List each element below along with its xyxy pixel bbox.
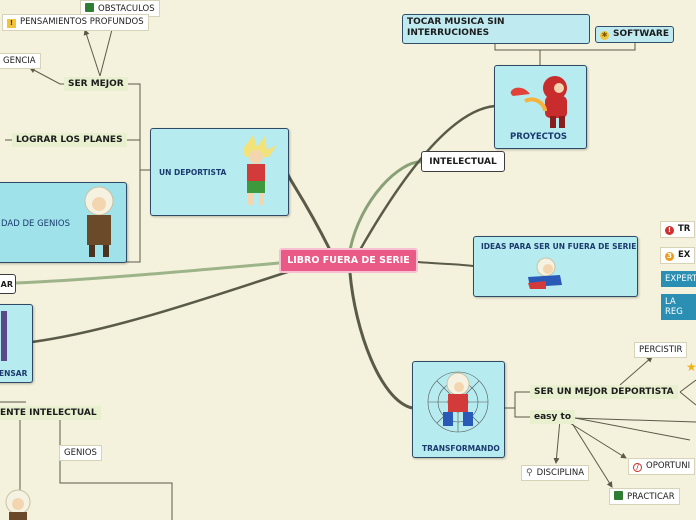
topic-easy-to[interactable]: easy to (530, 410, 576, 424)
ex-label: EX (678, 250, 691, 260)
central-topic[interactable]: LIBRO FUERA DE SERIE (279, 248, 418, 273)
topic-percistir[interactable]: PERCISTIR (634, 342, 688, 358)
figure-illustration (1, 311, 7, 361)
warning-icon: ! (7, 19, 16, 28)
pensar-label: ENSAR (0, 369, 28, 378)
topic-lograr-planes[interactable]: LOGRAR LOS PLANES (12, 133, 127, 147)
book-icon (614, 491, 623, 500)
oportuni-label: OPORTUNI (646, 461, 691, 471)
pensar-node[interactable]: ENSAR (0, 304, 33, 383)
topic-tr[interactable]: ! TR (660, 221, 696, 238)
no-entry-icon: / (633, 463, 642, 472)
genios-box-label: DAD DE GENIOS (1, 219, 70, 229)
topic-intelectual[interactable]: INTELECTUAL (421, 151, 505, 172)
exclamation-icon: ! (665, 226, 674, 235)
topic-tocar-musica[interactable]: TOCAR MUSICA SIN INTERRUCIONES (402, 14, 590, 44)
transformando-node[interactable]: TRANSFORMANDO (412, 361, 505, 458)
proyectos-node[interactable]: PROYECTOS (494, 65, 587, 149)
proyectos-label: PROYECTOS (510, 132, 568, 142)
spider-hero-illustration (427, 371, 489, 433)
magnifier-icon: ⚲ (526, 468, 533, 478)
topic-oportuni[interactable]: / OPORTUNI (628, 458, 696, 475)
fighter-illustration (243, 135, 277, 205)
einstein-small-illustration (5, 489, 31, 520)
topic-disciplina[interactable]: ⚲DISCIPLINA (521, 465, 590, 481)
transformando-label: TRANSFORMANDO (422, 444, 500, 453)
lightbulb-icon: ✱ (600, 31, 609, 40)
star-icon: ★ (686, 360, 696, 374)
topic-software[interactable]: ✱ SOFTWARE (595, 26, 674, 43)
practicar-label: PRACTICAR (627, 492, 675, 502)
pensamientos-label: PENSAMIENTOS PROFUNDOS (20, 17, 144, 27)
topic-practicar[interactable]: PRACTICAR (609, 488, 680, 505)
superhero-illustration (528, 257, 562, 289)
tr-label: TR (678, 224, 691, 234)
topic-ser-mejor-deportista[interactable]: SER UN MEJOR DEPORTISTA (530, 385, 678, 399)
obstaculos-label: OBSTACULOS (98, 4, 155, 14)
ideas-node[interactable]: IDEAS PARA SER UN FUERA DE SERIE (473, 236, 638, 297)
software-label: SOFTWARE (613, 29, 669, 39)
red-hero-illustration (510, 76, 567, 128)
topic-gencia[interactable]: GENCIA (0, 53, 41, 69)
deportista-label: UN DEPORTISTA (159, 168, 227, 177)
topic-ser-mejor[interactable]: SER MEJOR (64, 77, 128, 91)
deportista-node[interactable]: UN DEPORTISTA (150, 128, 289, 216)
genios-node[interactable]: DAD DE GENIOS (0, 182, 127, 263)
number-3-icon: 3 (665, 252, 674, 261)
topic-ar[interactable]: AR (0, 274, 16, 294)
topic-expert[interactable]: EXPERT (661, 271, 696, 287)
ideas-label: IDEAS PARA SER UN FUERA DE SERIE (481, 242, 637, 251)
topic-la-reg[interactable]: LA REG (661, 294, 696, 320)
book-icon (85, 3, 94, 12)
topic-mente-intelectual[interactable]: ENTE INTELECTUAL (0, 406, 101, 420)
disciplina-label: DISCIPLINA (536, 468, 585, 478)
einstein-illustration (84, 186, 114, 257)
topic-pensamientos[interactable]: ! PENSAMIENTOS PROFUNDOS (2, 14, 149, 31)
topic-ex[interactable]: 3 EX (660, 247, 696, 264)
topic-genios[interactable]: GENIOS (59, 445, 102, 461)
